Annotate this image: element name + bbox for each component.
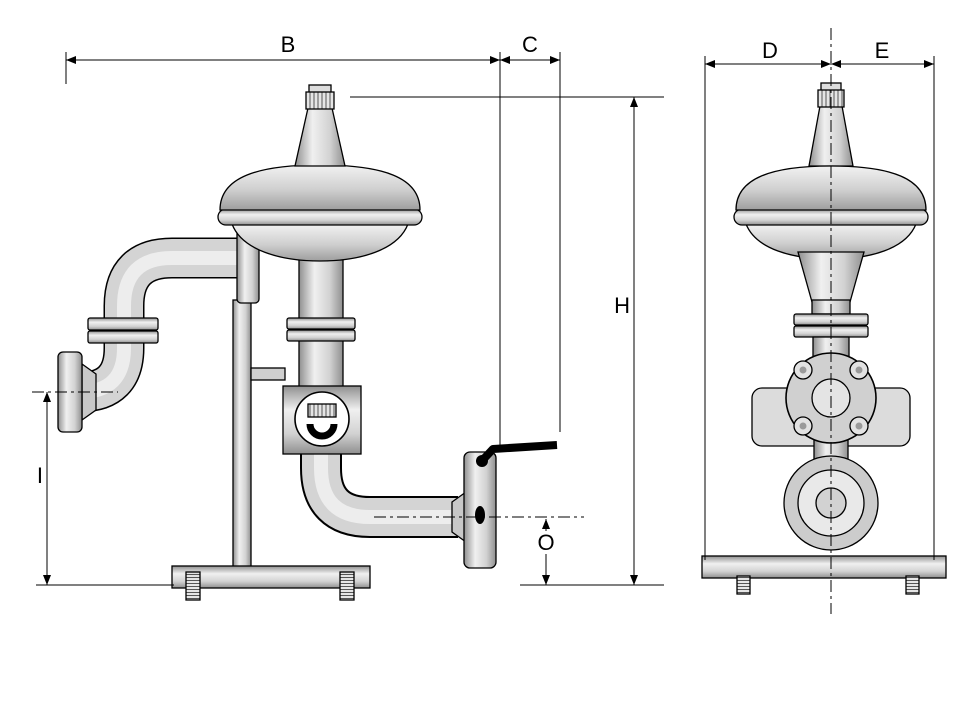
pipe-flange-joint [87,330,159,344]
flange-bolt-center [855,366,863,374]
dimensions: B C H I O D E [36,32,935,586]
adjustment-cap [305,91,335,110]
base-plate [171,565,371,589]
dim-label-e: E [875,38,890,63]
inlet-pipe [78,237,252,413]
meter-needle-arc [306,423,338,440]
dimension-e: E [831,38,934,68]
meter-counter [307,403,337,418]
dimension-i: I [37,392,51,585]
diaphragm-dome [219,164,421,211]
left-view [32,84,584,601]
body-flange-joint [286,329,356,342]
dim-label-o: O [537,530,554,555]
dome-flange-band [217,208,423,226]
flange-bolt-center [799,366,807,374]
pipe-flange-joint [87,317,159,331]
right-view [701,28,947,614]
dim-label-h: H [614,293,630,318]
diaphragm-actuator [217,84,423,262]
flange-bolt-center [855,422,863,430]
label-halo [606,294,632,318]
meter [282,385,362,455]
dome-lower [231,223,409,262]
support-bracket [250,367,286,381]
dimension-c: C [500,32,560,64]
label-halo [534,531,558,554]
flange-bolt-center [799,422,807,430]
base-bolt [339,571,355,601]
dim-label-b: B [281,32,296,57]
dimension-d: D [705,38,831,68]
dim-label-d: D [762,38,778,63]
base-bolt [185,571,201,601]
dim-label-i: I [37,463,43,488]
dimension-o: O [534,519,558,585]
body-flange-joint [286,317,356,330]
dim-label-c: C [522,32,538,57]
support-column [232,299,252,569]
spring-housing-neck [294,107,346,167]
base-plate [701,555,947,579]
base-bolt [736,575,751,595]
valve-handle [476,441,558,467]
outlet-pipe [300,448,458,538]
dimension-b: B [66,32,500,64]
flange-bolt-hole [475,506,485,524]
dimension-h: H [606,97,638,585]
base-bolt [905,575,920,595]
